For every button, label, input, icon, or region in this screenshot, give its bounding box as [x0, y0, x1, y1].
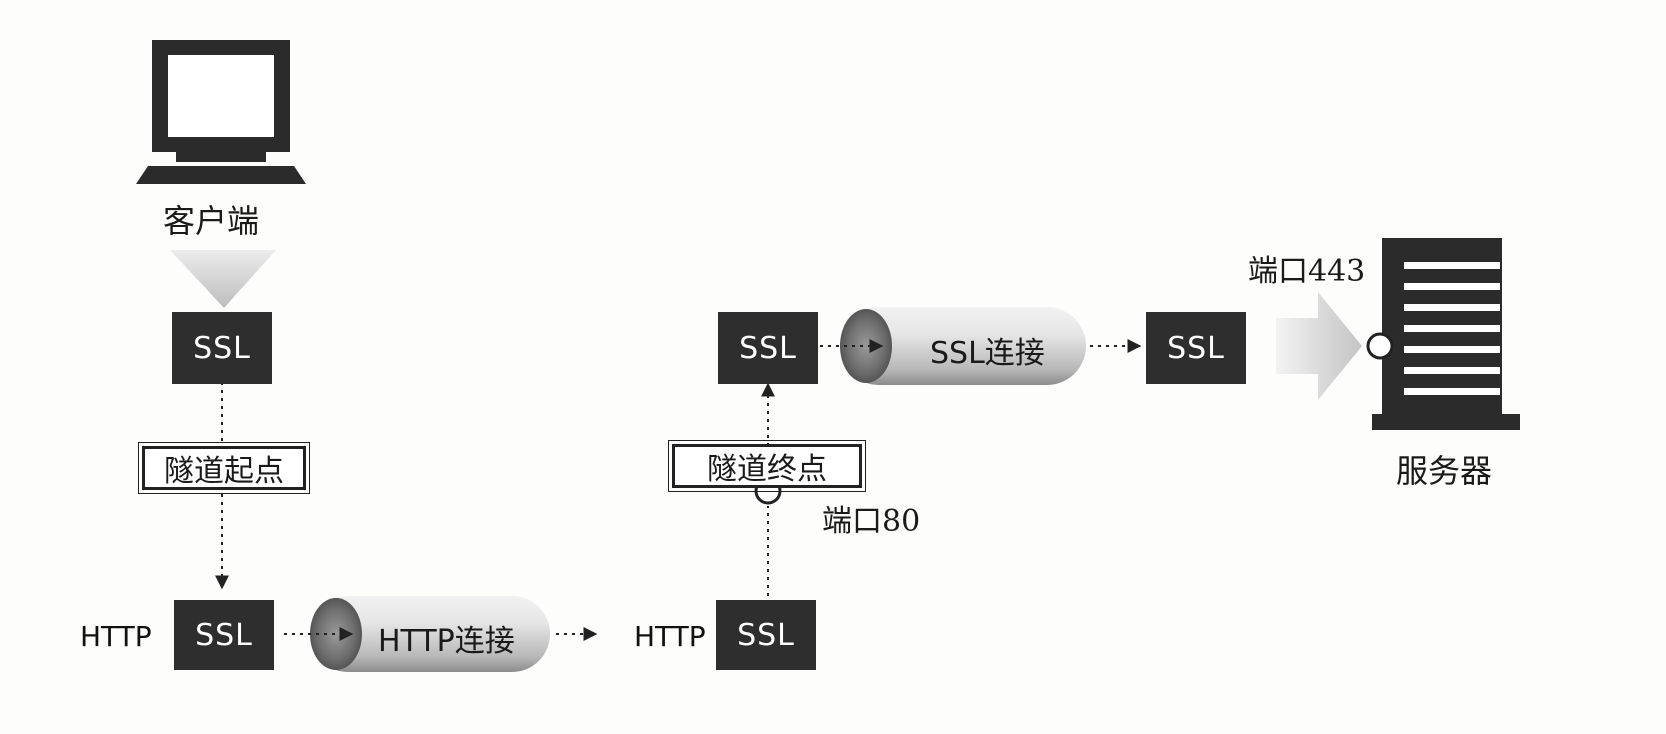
down-arrow-icon [170, 250, 276, 308]
tunnel-end-label: 隧道终点 [668, 440, 866, 492]
tunnel-start-label: 隧道起点 [138, 442, 310, 494]
right-arrow-icon [1276, 292, 1362, 400]
client-label: 客户端 [163, 202, 260, 240]
ssl-box-tunnel-start: SSL [174, 600, 274, 670]
http-label-right: HTTP [634, 620, 706, 653]
http-connection-pipe [310, 596, 550, 672]
ssl-box-server: SSL [1146, 312, 1246, 384]
server-rack-icon [1372, 238, 1520, 430]
ssl-connection-label: SSL连接 [930, 336, 1045, 371]
http-label-left: HTTP [80, 620, 152, 653]
port-443-label: 端口443 [1248, 254, 1366, 289]
ssl-box-proxy-top: SSL [718, 312, 818, 384]
computer-monitor-icon [136, 40, 306, 184]
ssl-box-tunnel-end: SSL [716, 600, 816, 670]
port-443-circle [1366, 332, 1394, 360]
ssl-box-client: SSL [172, 312, 272, 384]
port-80-label: 端口80 [822, 504, 921, 539]
http-connection-label: HTTP连接 [378, 624, 515, 659]
ssl-connection-pipe [840, 307, 1086, 385]
server-label: 服务器 [1396, 452, 1493, 490]
